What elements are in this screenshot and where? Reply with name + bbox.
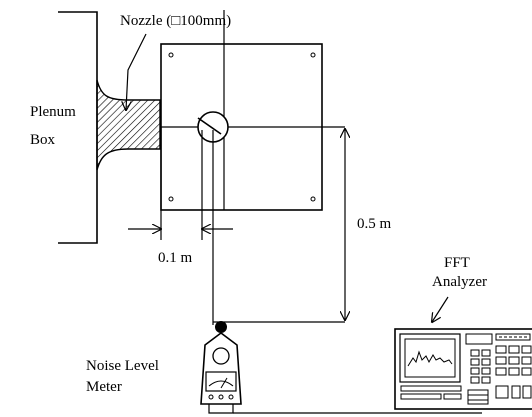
fft-analyzer-label-line2: Analyzer bbox=[432, 274, 487, 290]
plate-hole bbox=[168, 196, 174, 202]
plenum-box-wall bbox=[58, 11, 98, 244]
noise-level-meter bbox=[200, 332, 242, 405]
plate-hole bbox=[168, 52, 174, 58]
fft-analyzer-label: FFT bbox=[444, 255, 470, 271]
fft-leader-arrow bbox=[432, 296, 449, 322]
microphone bbox=[215, 321, 227, 333]
plenum-box-label: Plenum bbox=[30, 104, 76, 120]
fft-analyzer bbox=[394, 328, 532, 410]
plenum-box-label-line2: Box bbox=[30, 132, 56, 148]
distance-label-short: 0.1 m bbox=[158, 250, 193, 266]
noise-meter-label-line2: Meter bbox=[86, 379, 122, 395]
plate-hole bbox=[310, 52, 316, 58]
nozzle-label: Nozzle (□100mm) bbox=[120, 13, 232, 29]
noise-meter-label: Noise Level bbox=[86, 358, 159, 374]
distance-label-long: 0.5 m bbox=[357, 216, 392, 232]
nozzle bbox=[96, 79, 161, 171]
cylinder-diagonal bbox=[197, 117, 222, 135]
signal-cable bbox=[208, 404, 234, 414]
plate-hole bbox=[310, 196, 316, 202]
nozzle-leader-arrow bbox=[126, 33, 147, 110]
